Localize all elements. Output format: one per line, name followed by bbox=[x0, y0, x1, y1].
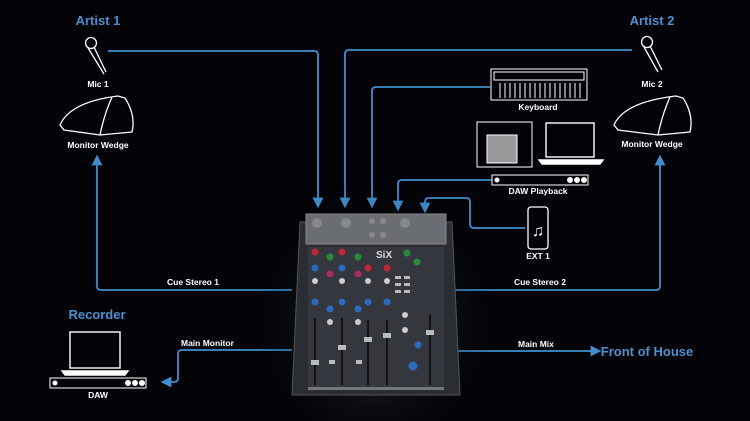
cue2-line bbox=[454, 154, 666, 291]
wedge2-label: Monitor Wedge bbox=[621, 139, 683, 149]
ext1-label: EXT 1 bbox=[526, 251, 550, 261]
mic2-label: Mic 2 bbox=[641, 79, 663, 89]
monitor-wedge-2-icon bbox=[613, 95, 692, 136]
mixer-console bbox=[255, 180, 495, 421]
main-monitor-label: Main Monitor bbox=[181, 338, 234, 348]
mic1-label: Mic 1 bbox=[87, 79, 109, 89]
mic1-line bbox=[108, 50, 324, 209]
mic2-icon bbox=[640, 35, 663, 73]
main-mix-label: Main Mix bbox=[518, 339, 554, 349]
recorder-laptop-icon bbox=[60, 331, 130, 376]
keyboard-label: Keyboard bbox=[518, 102, 558, 112]
mic2-line bbox=[339, 49, 632, 209]
cue1-label: Cue Stereo 1 bbox=[167, 277, 219, 287]
mic1-icon bbox=[84, 36, 107, 75]
mixer-logo: SiX bbox=[376, 250, 393, 261]
pad-controller-icon bbox=[476, 121, 533, 168]
audio-interface-icon bbox=[491, 174, 589, 186]
artist1-heading: Artist 1 bbox=[75, 13, 121, 28]
svg-text:♫: ♫ bbox=[532, 223, 544, 240]
artist2-heading: Artist 2 bbox=[629, 13, 675, 28]
main-monitor-line bbox=[160, 349, 292, 388]
daw-label: DAW bbox=[88, 390, 108, 400]
phone-icon: ♫ bbox=[527, 206, 549, 250]
daw-playback-label: DAW Playback bbox=[508, 186, 568, 196]
foh-heading: Front of House bbox=[600, 344, 694, 359]
cue1-line bbox=[91, 154, 292, 291]
daw-interface-icon bbox=[49, 377, 147, 389]
keyboard-line bbox=[366, 86, 490, 209]
wedge1-label: Monitor Wedge bbox=[67, 140, 129, 150]
laptop-icon bbox=[537, 122, 605, 165]
recorder-heading: Recorder bbox=[68, 307, 126, 322]
monitor-wedge-1-icon bbox=[59, 95, 134, 136]
keyboard-icon bbox=[490, 68, 588, 101]
cue2-label: Cue Stereo 2 bbox=[514, 277, 566, 287]
